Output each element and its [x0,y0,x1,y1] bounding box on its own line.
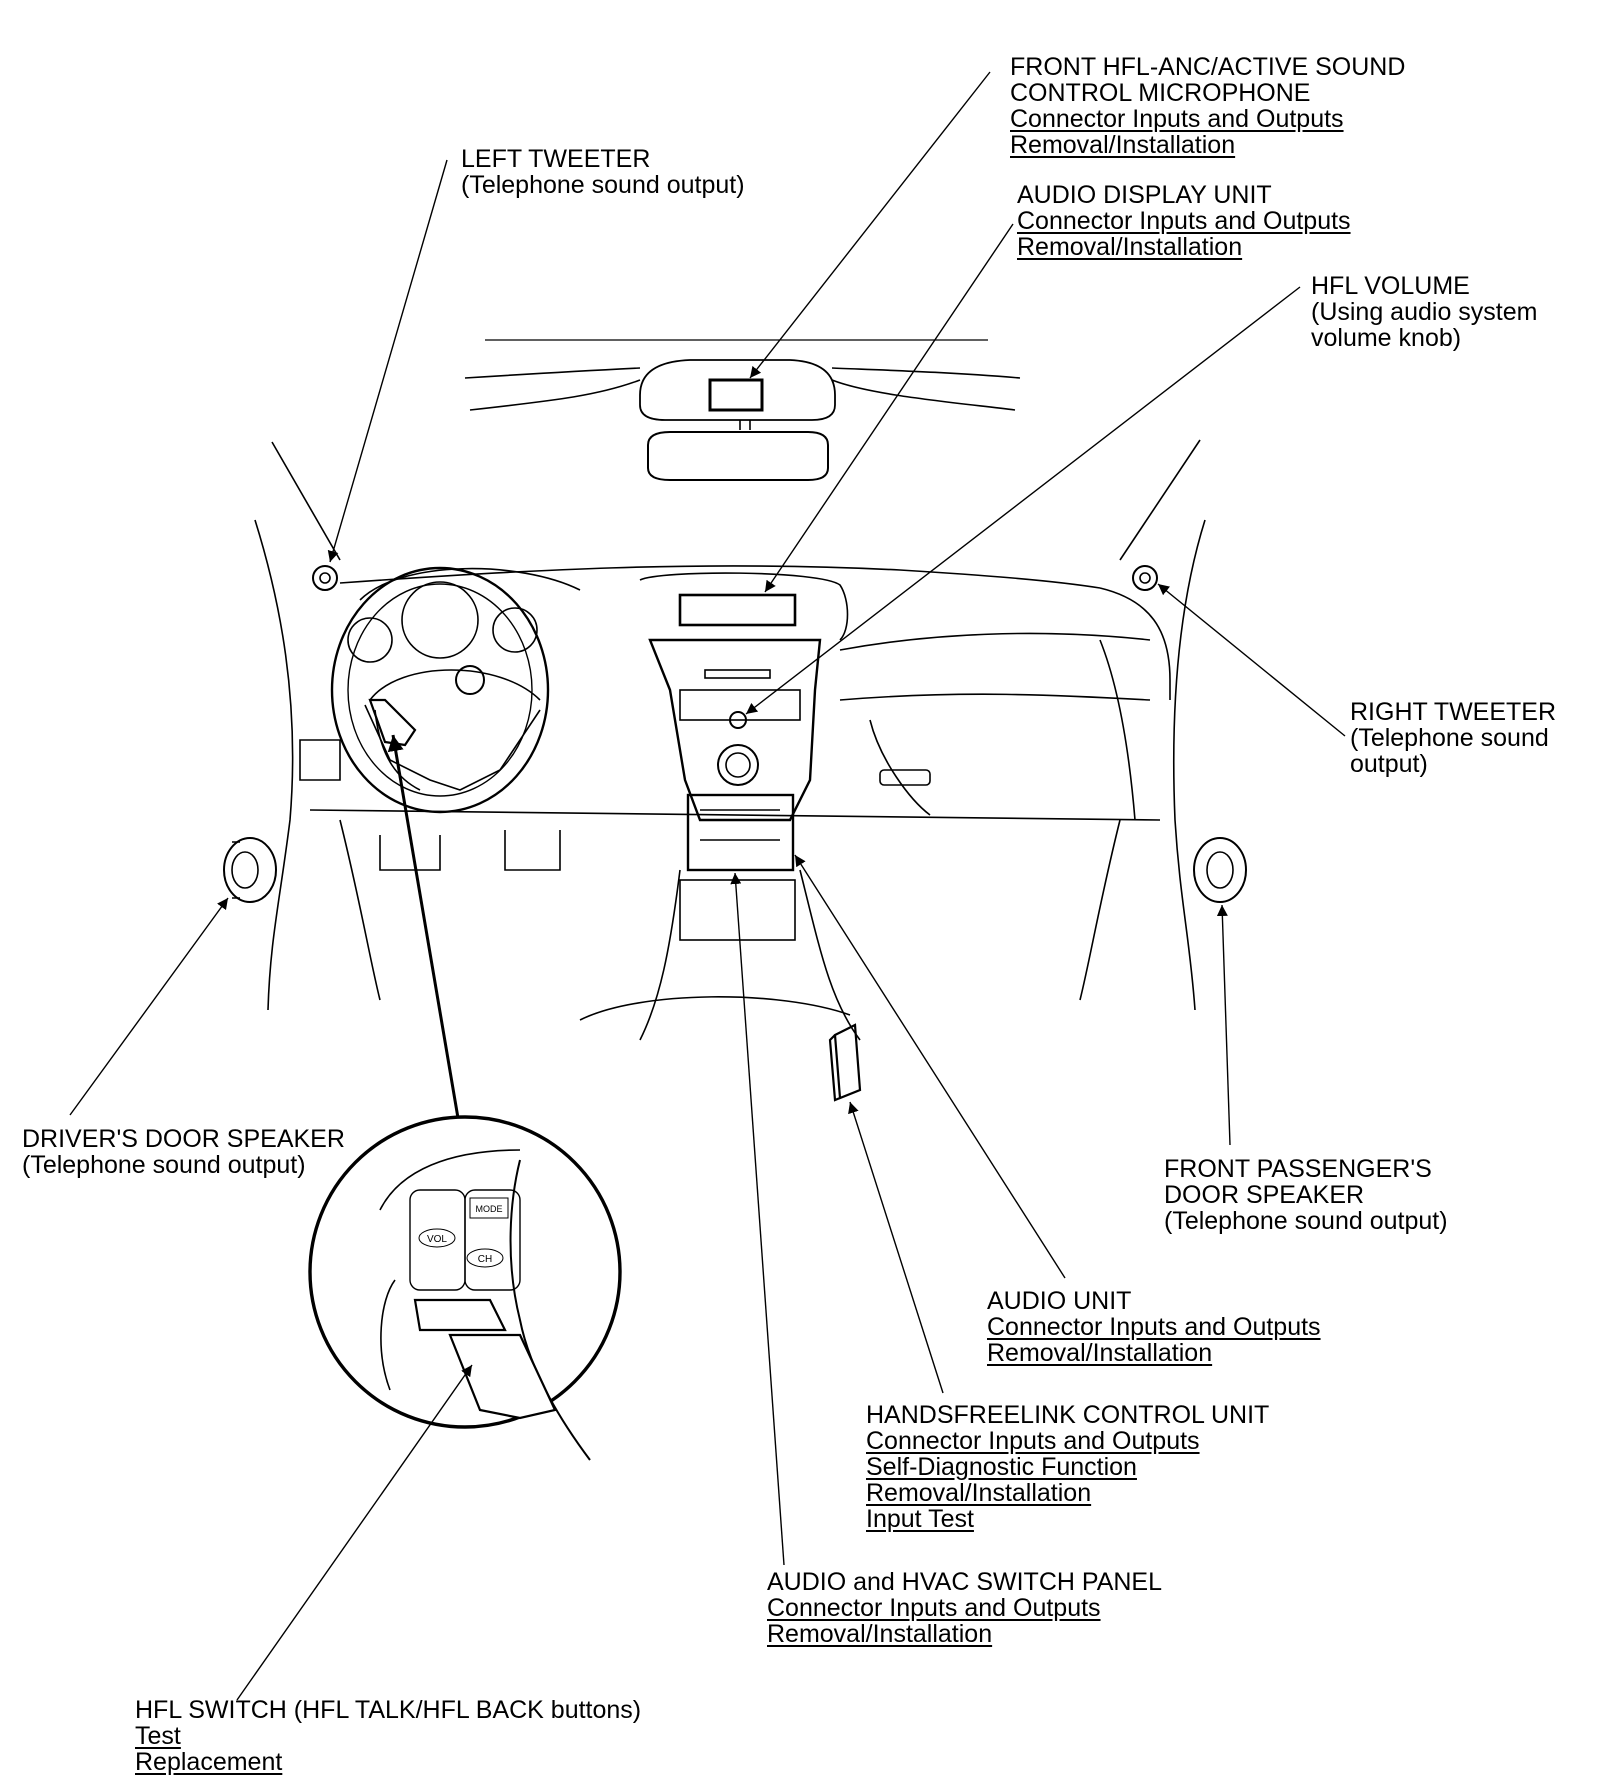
leader-hfl-volume [745,286,1301,715]
hfl-control-unit [828,1023,862,1102]
hfl-control-connector-link[interactable]: Connector Inputs and Outputs [866,1427,1200,1455]
mic-connector-link[interactable]: Connector Inputs and Outputs [1010,105,1344,133]
hfl-switch-label: HFL SWITCH (HFL TALK/HFL BACK buttons) T… [135,1697,641,1775]
leader-lines [69,71,1346,1701]
leader-audio-display [764,223,1014,593]
hfl-control-diagnostic-link[interactable]: Self-Diagnostic Function [866,1453,1137,1481]
overhead-console [639,359,836,421]
mode-button-label: MODE [476,1204,503,1214]
switch-panel [686,793,795,872]
driver-door-sub: (Telephone sound output) [22,1151,306,1179]
audio-display [678,593,797,627]
leader-driver-door [69,897,229,1116]
switch-panel-connector-link[interactable]: Connector Inputs and Outputs [767,1594,1101,1622]
passenger-door-title-line-1: FRONT PASSENGER'S [1164,1155,1432,1183]
leader-mic [749,71,991,379]
audio-display-removal-link[interactable]: Removal/Installation [1017,233,1243,261]
passenger-door-title-line-2: DOOR SPEAKER [1164,1181,1365,1209]
passenger-door-speaker [1193,837,1247,903]
audio-display-title: AUDIO DISPLAY UNIT [1017,181,1272,209]
vol-button-label: VOL [427,1234,447,1245]
center-stack [648,638,822,822]
hfl-control-removal-link[interactable]: Removal/Installation [866,1479,1092,1507]
leader-passenger-door [1216,904,1231,1146]
hfl-switch-title: HFL SWITCH (HFL TALK/HFL BACK buttons) [135,1696,642,1724]
right-tweeter-sub-line-2: output) [1350,750,1428,778]
right-tweeter-title: RIGHT TWEETER [1350,698,1557,726]
driver-door-title: DRIVER'S DOOR SPEAKER [22,1125,345,1153]
audio-unit-removal-link[interactable]: Removal/Installation [987,1339,1213,1367]
leader-switch-panel [730,872,785,1566]
audio-unit-connector-link[interactable]: Connector Inputs and Outputs [987,1313,1321,1341]
passenger-door-label: FRONT PASSENGER'S DOOR SPEAKER (Telephon… [1164,1156,1448,1234]
mic-title-line-1: FRONT HFL-ANC/ACTIVE SOUND [1010,53,1406,81]
hfl-control-label: HANDSFREELINK CONTROL UNIT Connector Inp… [866,1402,1269,1532]
steering-wheel [330,566,550,814]
leader-audio-unit [794,854,1066,1279]
hfl-volume-title: HFL VOLUME [1311,272,1470,300]
audio-display-connector-link[interactable]: Connector Inputs and Outputs [1017,207,1351,235]
hfl-volume-sub-line-1: (Using audio system [1311,298,1538,326]
switch-panel-removal-link[interactable]: Removal/Installation [767,1620,993,1648]
leader-left-tweeter [327,159,448,563]
audio-unit-label: AUDIO UNIT Connector Inputs and Outputs … [987,1288,1321,1366]
passenger-door-sub: (Telephone sound output) [1164,1207,1448,1235]
mic-label: FRONT HFL-ANC/ACTIVE SOUND CONTROL MICRO… [1010,54,1405,158]
left-tweeter-sub: (Telephone sound output) [461,171,745,199]
audio-display-label: AUDIO DISPLAY UNIT Connector Inputs and … [1017,182,1351,260]
leader-hfl-switch [236,1364,473,1701]
driver-door-label: DRIVER'S DOOR SPEAKER (Telephone sound o… [22,1126,345,1178]
microphone [708,378,764,412]
hfl-control-title: HANDSFREELINK CONTROL UNIT [866,1401,1270,1429]
hfl-volume-label: HFL VOLUME (Using audio system volume kn… [1311,273,1537,351]
left-tweeter-title: LEFT TWEETER [461,145,651,173]
switch-panel-title: AUDIO and HVAC SWITCH PANEL [767,1568,1162,1596]
right-tweeter-sub-line-1: (Telephone sound [1350,724,1549,752]
right-tweeter-label: RIGHT TWEETER (Telephone sound output) [1350,699,1556,777]
ch-button-label: CH [478,1254,492,1265]
audio-unit-title: AUDIO UNIT [987,1287,1132,1315]
mic-removal-link[interactable]: Removal/Installation [1010,131,1236,159]
rearview-mirror [647,431,829,481]
vehicle-interior-drawing [223,339,1247,1102]
left-tweeter [312,565,338,591]
right-tweeter [1132,565,1158,591]
hfl-switch-inset: MODE VOL CH [308,1115,622,1461]
driver-door-speaker [223,837,277,903]
leader-right-tweeter [1157,583,1346,737]
hfl-switch-replacement-link[interactable]: Replacement [135,1748,283,1776]
volume-knob [729,711,747,729]
hfl-switch-test-link[interactable]: Test [135,1722,181,1750]
leader-inset-to-wheel [387,734,460,1119]
switch-panel-label: AUDIO and HVAC SWITCH PANEL Connector In… [767,1569,1162,1647]
mic-title-line-2: CONTROL MICROPHONE [1010,79,1311,107]
left-tweeter-label: LEFT TWEETER (Telephone sound output) [461,146,745,198]
hfl-control-input-test-link[interactable]: Input Test [866,1505,974,1533]
leader-hfl-control [848,1101,944,1394]
hfl-volume-sub-line-2: volume knob) [1311,324,1462,352]
